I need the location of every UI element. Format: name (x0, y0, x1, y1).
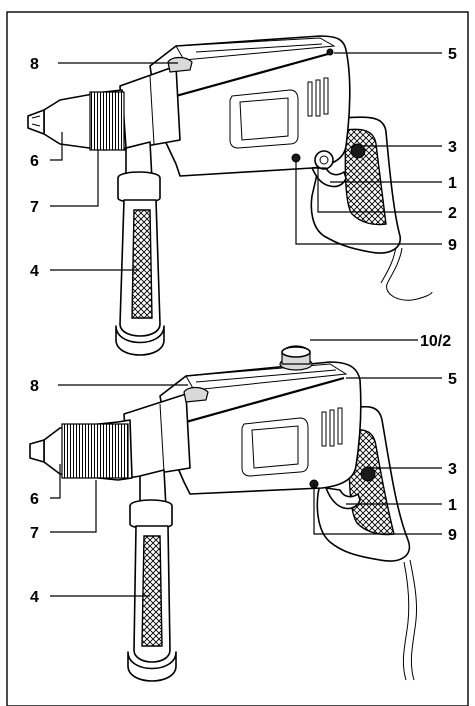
lock-button-top (350, 143, 366, 159)
leaders-top (50, 52, 442, 271)
label-bottom-7: 7 (30, 525, 39, 542)
body-bottom (159, 361, 362, 495)
label-top-9: 9 (448, 237, 457, 254)
power-cord-top (386, 247, 433, 301)
label-top-2: 2 (448, 205, 457, 222)
label-bottom-3: 3 (448, 461, 457, 478)
label-bottom-5: 5 (448, 371, 457, 388)
speed-dial-top (314, 150, 334, 170)
lock-button-bottom (360, 466, 376, 482)
labels-bottom: 10/2 8 5 3 6 1 7 9 4 (30, 333, 457, 606)
label-bottom-10-2: 10/2 (420, 333, 451, 350)
label-top-3: 3 (448, 139, 457, 156)
drill-bottom (29, 345, 417, 682)
label-top-4: 4 (30, 263, 39, 280)
trigger-bottom (325, 487, 361, 510)
label-bottom-4: 4 (30, 589, 39, 606)
labels-top: 8 5 3 1 6 7 2 9 4 (30, 46, 457, 280)
label-top-7: 7 (30, 199, 39, 216)
label-bottom-1: 1 (448, 497, 457, 514)
label-top-8: 8 (30, 56, 39, 73)
label-top-1: 1 (448, 175, 457, 192)
label-bottom-6: 6 (30, 491, 39, 508)
power-cord-bottom (409, 559, 417, 681)
leaders-bottom (50, 339, 442, 597)
label-top-6: 6 (30, 153, 39, 170)
page-border (6, 11, 469, 706)
label-top-5: 5 (448, 46, 457, 63)
label-bottom-8: 8 (30, 378, 39, 395)
drill-top (27, 35, 433, 356)
label-bottom-9: 9 (448, 527, 457, 544)
